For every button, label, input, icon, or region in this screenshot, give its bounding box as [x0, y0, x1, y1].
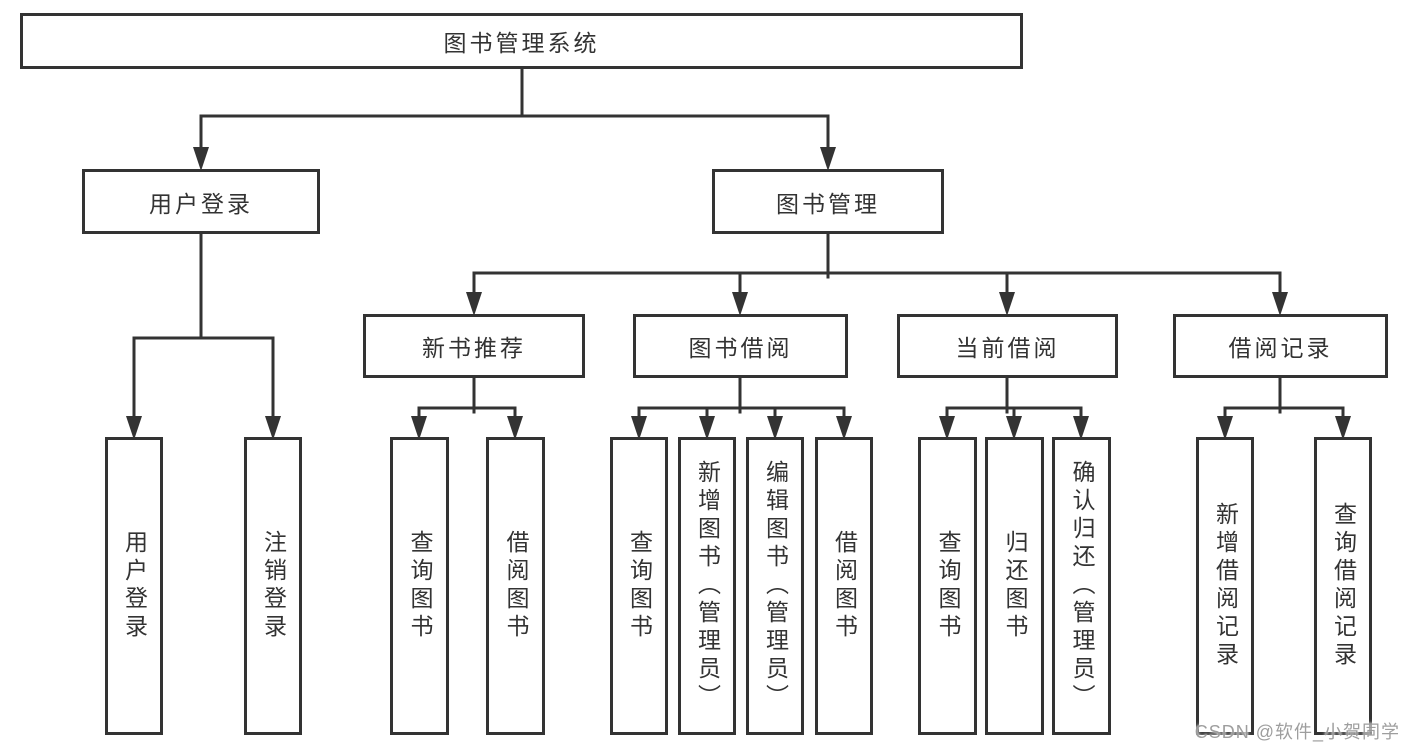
- arrowhead-icon: [466, 292, 482, 316]
- node-borrow-records: 借阅记录: [1173, 314, 1388, 378]
- leaf-bb-add-book-admin: 新增图书（管理员）: [678, 437, 736, 735]
- leaf-nb-query-books: 查询图书: [390, 437, 449, 735]
- leaf-cb-return-books: 归还图书: [985, 437, 1044, 735]
- leaf-user-login: 用户登录: [105, 437, 163, 735]
- leaf-nb-borrow-books: 借阅图书: [486, 437, 545, 735]
- arrowhead-icon: [126, 416, 142, 440]
- connector-book-mgmt-to-level3: [466, 232, 1288, 316]
- node-book-mgmt: 图书管理: [712, 169, 944, 234]
- arrowhead-icon: [939, 416, 955, 440]
- arrowhead-icon: [1217, 416, 1233, 440]
- connector-user-login-to-leaves: [126, 232, 281, 440]
- arrowhead-icon: [1073, 416, 1089, 440]
- arrowhead-icon: [999, 292, 1015, 316]
- arrowhead-icon: [507, 416, 523, 440]
- connector-new-book-rec-to-leaves: [411, 376, 523, 440]
- arrowhead-icon: [631, 416, 647, 440]
- arrowhead-icon: [1006, 416, 1022, 440]
- leaf-cb-confirm-return-admin: 确认归还（管理员）: [1052, 437, 1111, 735]
- csdn-watermark: CSDN @软件_小贺同学: [1194, 722, 1400, 742]
- leaf-bb-query-books: 查询图书: [610, 437, 668, 735]
- arrowhead-icon: [767, 416, 783, 440]
- connector-book-borrow-to-leaves: [631, 376, 852, 440]
- connector-root-to-level2: [193, 67, 836, 171]
- arrowhead-icon: [1335, 416, 1351, 440]
- node-user-login: 用户登录: [82, 169, 320, 234]
- leaf-logout: 注销登录: [244, 437, 302, 735]
- arrowhead-icon: [836, 416, 852, 440]
- node-new-book-rec: 新书推荐: [363, 314, 585, 378]
- leaf-bb-borrow-books: 借阅图书: [815, 437, 873, 735]
- node-current-borrow: 当前借阅: [897, 314, 1118, 378]
- leaf-cb-query-books: 查询图书: [918, 437, 977, 735]
- node-root: 图书管理系统: [20, 13, 1023, 69]
- arrowhead-icon: [1272, 292, 1288, 316]
- connector-current-borrow-to-leaves: [939, 376, 1089, 440]
- arrowhead-icon: [411, 416, 427, 440]
- arrowhead-icon: [265, 416, 281, 440]
- leaf-br-add-record: 新增借阅记录: [1196, 437, 1254, 735]
- arrowhead-icon: [193, 147, 209, 171]
- leaf-br-query-record: 查询借阅记录: [1314, 437, 1372, 735]
- arrowhead-icon: [820, 147, 836, 171]
- node-book-borrow: 图书借阅: [633, 314, 848, 378]
- arrowhead-icon: [732, 292, 748, 316]
- arrowhead-icon: [699, 416, 715, 440]
- connector-borrow-records-to-leaves: [1217, 376, 1351, 440]
- leaf-bb-edit-book-admin: 编辑图书（管理员）: [746, 437, 804, 735]
